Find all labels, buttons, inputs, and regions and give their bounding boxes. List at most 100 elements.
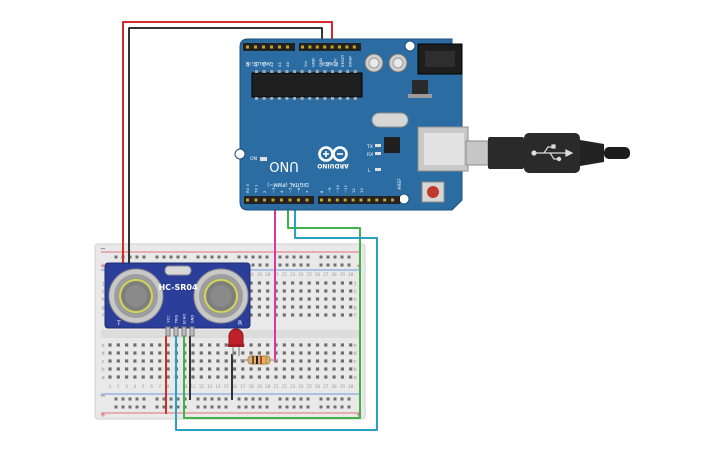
usb-symbol-icon <box>531 144 574 162</box>
sensor-t-marker: T <box>116 320 121 327</box>
chip-pin <box>300 70 304 73</box>
l-label: L <box>368 168 371 174</box>
column-number: 18 <box>249 272 255 277</box>
rail-hole <box>155 405 159 409</box>
breadboard-hole <box>349 305 353 309</box>
breadboard-hole <box>315 375 320 379</box>
breadboard-hole <box>332 297 336 301</box>
header-pin <box>308 45 312 49</box>
breadboard-hole <box>141 359 145 363</box>
rail-hole <box>142 397 146 401</box>
breadboard-hole <box>125 359 129 363</box>
column-number: 26 <box>315 384 321 389</box>
header-pin <box>297 198 300 202</box>
digital-pin-label: 12 <box>351 188 356 193</box>
breadboard-hole <box>332 289 336 293</box>
rail-hole <box>251 397 255 401</box>
tx-led <box>375 144 381 147</box>
breadboard-hole <box>208 367 212 371</box>
rail-hole <box>169 397 173 401</box>
breadboard-hole <box>224 351 228 355</box>
rail-hole <box>162 255 166 259</box>
rail-hole <box>347 255 351 259</box>
column-number: 25 <box>307 272 313 277</box>
sensor-pin-label: ECHO <box>183 314 187 324</box>
chip-pin <box>323 70 327 73</box>
rail-hole <box>176 397 180 401</box>
breadboard-hole <box>108 375 112 379</box>
header-pin <box>323 45 327 49</box>
rail-hole <box>258 263 262 267</box>
breadboard-hole <box>324 359 328 363</box>
header-pin <box>391 198 395 202</box>
digital-pin-label: ~11 <box>343 184 348 193</box>
column-number: 25 <box>307 384 313 389</box>
breadboard-hole <box>133 375 137 379</box>
chip-pin <box>262 97 266 100</box>
voltage-regulator <box>412 80 428 94</box>
reset-button-cap[interactable] <box>427 186 439 198</box>
breadboard-hole <box>266 281 270 285</box>
breadboard-hole <box>291 351 295 355</box>
sensor-pin <box>189 326 195 337</box>
wire-green-pin <box>183 203 361 419</box>
digital-header-high <box>318 196 400 204</box>
rail-hole <box>319 405 323 409</box>
header-pin <box>375 198 379 202</box>
rail-hole <box>114 397 118 401</box>
pin-label: IOREF <box>347 56 352 67</box>
row-letter: c <box>353 359 356 365</box>
chip-pin <box>270 70 274 73</box>
breadboard-hole <box>141 367 145 371</box>
column-number: 20 <box>265 384 271 389</box>
header-pin <box>254 45 257 49</box>
rail-hole <box>224 255 228 259</box>
breadboard-hole <box>332 367 336 371</box>
breadboard-hole <box>133 351 137 355</box>
rail-hole <box>217 405 221 409</box>
column-number: 26 <box>315 272 321 277</box>
breadboard-hole <box>324 289 328 293</box>
breadboard-hole <box>307 367 311 371</box>
rail-hole <box>319 255 323 259</box>
rail-hole <box>155 397 159 401</box>
breadboard-hole <box>307 359 311 363</box>
row-letter: j <box>353 281 356 287</box>
atmega-chip <box>251 72 363 98</box>
rail-hole <box>217 397 221 401</box>
column-number: 4 <box>134 384 137 389</box>
breadboard-hole <box>315 359 320 363</box>
breadboard-hole <box>282 375 286 379</box>
row-letter: i <box>353 289 356 295</box>
breadboard-hole <box>249 343 253 347</box>
pin-label: A2 <box>269 61 274 67</box>
breadboard-hole <box>216 367 220 371</box>
breadboard-hole <box>166 351 170 355</box>
breadboard-hole <box>266 343 270 347</box>
pin-label: A5 <box>245 61 250 67</box>
analog-header-title: ANALOG IN <box>246 60 271 66</box>
breadboard-hole <box>149 375 154 379</box>
header-pin <box>286 45 289 49</box>
header-pin <box>338 45 341 49</box>
rail-hole <box>224 397 228 401</box>
breadboard-hole <box>116 375 120 379</box>
crystal-oscillator <box>164 265 192 276</box>
column-number: 21 <box>273 272 279 277</box>
row-letter: b <box>353 367 356 373</box>
breadboard-hole <box>315 297 320 301</box>
rail-hole <box>210 255 214 259</box>
row-letter: a <box>353 375 356 381</box>
header-pin <box>345 45 349 49</box>
pin-label: A4 <box>253 61 258 67</box>
breadboard-hole <box>291 313 295 317</box>
rail-hole <box>319 263 323 267</box>
header-pin <box>280 198 283 202</box>
rail-hole <box>176 255 180 259</box>
column-number: 16 <box>232 384 238 389</box>
rail-hole <box>278 397 282 401</box>
chip-pin <box>346 97 350 100</box>
breadboard-hole <box>191 351 195 355</box>
breadboard-hole <box>324 297 328 301</box>
breadboard-hole <box>340 289 344 293</box>
